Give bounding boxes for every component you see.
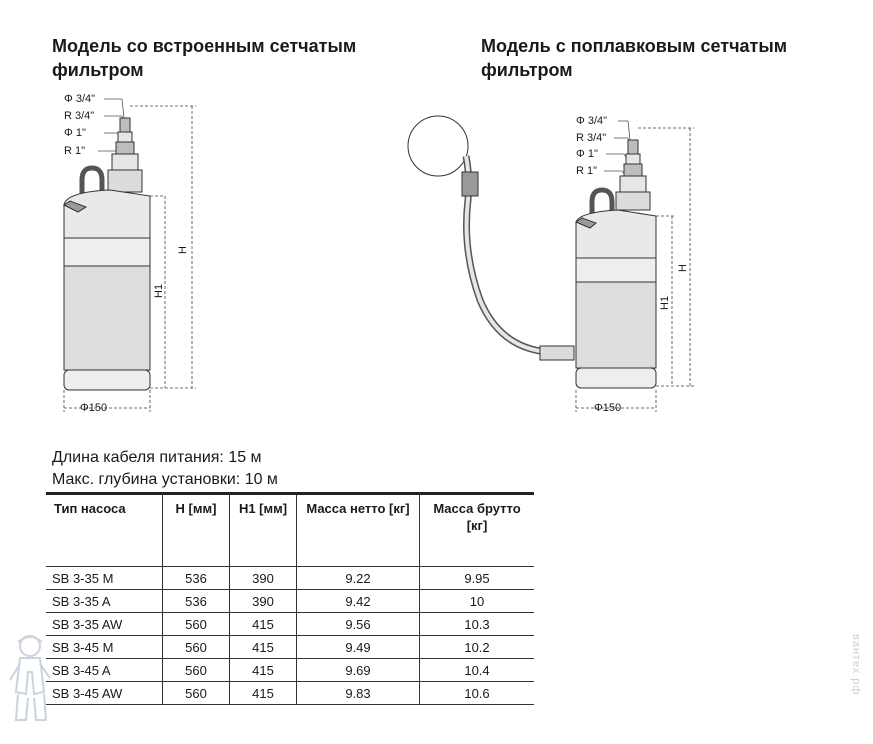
label-h1-left: H1: [153, 284, 165, 298]
cell-net: 9.83: [296, 681, 420, 705]
label-h-left: H: [177, 246, 189, 254]
cable-length-text: Длина кабеля питания: 15 м: [52, 449, 262, 466]
cell-h1: 415: [229, 635, 297, 659]
cell-h: 560: [162, 612, 230, 636]
cell-gross: 10.2: [419, 635, 534, 659]
cell-gross: 10.4: [419, 658, 534, 682]
label-h-right: H: [677, 264, 689, 272]
pump-spec-table: Тип насоса H [мм] H1 [мм] Масса нетто [к…: [46, 492, 534, 705]
watermark-text: вантех.рф: [850, 634, 862, 696]
cell-gross: 10.3: [419, 612, 534, 636]
table-row: SB 3-45 A 560 415 9.69 10.4: [46, 658, 534, 682]
label-phi-1-left: Φ 1": [64, 127, 86, 139]
cell-gross: 10.6: [419, 681, 534, 705]
table-row: SB 3-35 A 536 390 9.42 10: [46, 589, 534, 613]
header-net-mass: Масса нетто [кг]: [296, 493, 420, 567]
label-h1-right: H1: [659, 296, 671, 310]
table-row: SB 3-45 M 560 415 9.49 10.2: [46, 635, 534, 659]
table-header-row: Тип насоса H [мм] H1 [мм] Масса нетто [к…: [46, 493, 534, 567]
cell-h1: 390: [229, 566, 297, 590]
pump-drawing-builtin-filter: [63, 98, 196, 412]
cell-net: 9.69: [296, 658, 420, 682]
cell-h: 560: [162, 658, 230, 682]
cell-type: SB 3-35 M: [46, 566, 163, 590]
label-phi-3-4-left: Φ 3/4": [64, 93, 95, 105]
table-row: SB 3-45 AW 560 415 9.83 10.6: [46, 681, 534, 705]
cell-gross: 9.95: [419, 566, 534, 590]
pump-drawing-float-filter: [407, 115, 694, 412]
pump-drawings: Φ 3/4" R 3/4" Φ 1" R 1" H H1 Φ150: [63, 93, 694, 414]
cell-type: SB 3-45 A: [46, 658, 163, 682]
cell-type: SB 3-35 AW: [46, 612, 163, 636]
heading-left-model: Модель со встроенным сетчатым фильтром: [52, 36, 357, 80]
cell-net: 9.42: [296, 589, 420, 613]
label-r-1-right: R 1": [576, 165, 597, 177]
cell-net: 9.22: [296, 566, 420, 590]
cell-net: 9.49: [296, 635, 420, 659]
header-gross-mass: Масса брутто [кг]: [419, 493, 534, 567]
table-row: SB 3-35 AW 560 415 9.56 10.3: [46, 612, 534, 636]
cell-h1: 415: [229, 658, 297, 682]
cell-h: 560: [162, 635, 230, 659]
cell-h1: 390: [229, 589, 297, 613]
label-phi-3-4-right: Φ 3/4": [576, 115, 607, 127]
cell-gross: 10: [419, 589, 534, 613]
cell-type: SB 3-45 M: [46, 635, 163, 659]
cell-type: SB 3-45 AW: [46, 681, 163, 705]
label-r-1-left: R 1": [64, 145, 85, 157]
header-pump-type: Тип насоса: [46, 493, 163, 567]
plumber-mascot-icon: [9, 635, 51, 721]
cell-h: 536: [162, 589, 230, 613]
cell-h: 536: [162, 566, 230, 590]
label-phi-1-right: Φ 1": [576, 148, 598, 160]
cell-h1: 415: [229, 612, 297, 636]
label-diameter-left: Φ150: [80, 402, 107, 414]
cell-h1: 415: [229, 681, 297, 705]
header-h: H [мм]: [162, 493, 230, 567]
cell-h: 560: [162, 681, 230, 705]
label-diameter-right: Φ150: [594, 402, 621, 414]
max-depth-text: Макс. глубина установки: 10 м: [52, 471, 278, 488]
cell-net: 9.56: [296, 612, 420, 636]
table-row: SB 3-35 M 536 390 9.22 9.95: [46, 566, 534, 590]
label-r-3-4-right: R 3/4": [576, 132, 606, 144]
header-h1: H1 [мм]: [229, 493, 297, 567]
label-r-3-4-left: R 3/4": [64, 110, 94, 122]
cell-type: SB 3-35 A: [46, 589, 163, 613]
heading-right-model: Модель с поплавковым сетчатым фильтром: [481, 36, 788, 80]
